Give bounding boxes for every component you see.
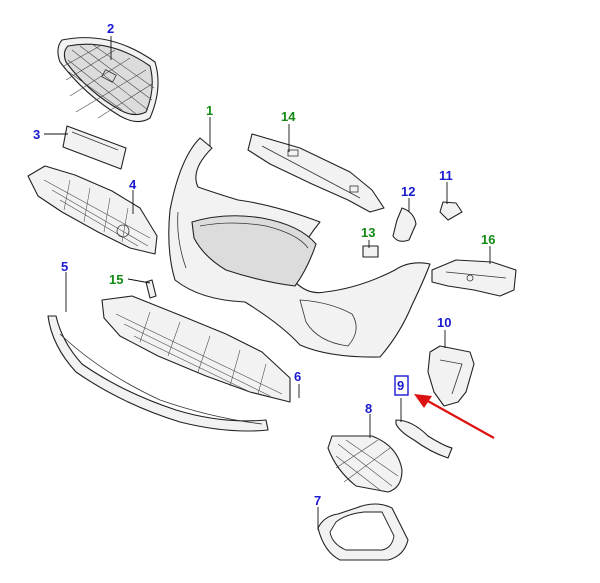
part-small-bracket[interactable]: [439, 201, 463, 221]
callout-14[interactable]: 14: [281, 109, 296, 124]
callout-6[interactable]: 6: [294, 369, 301, 384]
part-side-bracket[interactable]: [392, 207, 417, 242]
part-side-mounting-bracket[interactable]: [431, 259, 517, 297]
callout-12[interactable]: 12: [401, 184, 415, 199]
part-fog-lamp-grille[interactable]: [327, 435, 403, 493]
part-undertray[interactable]: [101, 295, 291, 403]
part-licence-plate-bracket[interactable]: [62, 125, 127, 170]
callout-9[interactable]: 9: [397, 378, 404, 393]
part-small-clip[interactable]: [362, 245, 379, 258]
part-front-bumper-cover[interactable]: [168, 137, 431, 358]
callout-13[interactable]: 13: [361, 225, 375, 240]
callout-4[interactable]: 4: [129, 177, 137, 192]
callout-1[interactable]: 1: [206, 103, 213, 118]
part-upper-grille[interactable]: [57, 37, 159, 123]
callout-8[interactable]: 8: [365, 401, 372, 416]
part-upper-reinforcement[interactable]: [247, 133, 385, 213]
callout-15[interactable]: 15: [109, 272, 123, 287]
red-arrow-icon: [414, 394, 495, 439]
callout-3[interactable]: 3: [33, 127, 40, 142]
callout-9-highlight-box: [394, 375, 409, 396]
part-lower-grille[interactable]: [27, 165, 158, 255]
part-trim-bezel[interactable]: [317, 503, 409, 561]
part-bracket-target[interactable]: [395, 419, 453, 459]
callout-labels: 1 2 3 4 5 6 7 8 9 10 11 12 13 14 15 16: [33, 21, 495, 508]
leader-lines: [44, 36, 491, 530]
callout-11[interactable]: 11: [439, 168, 453, 183]
part-front-spoiler[interactable]: [47, 315, 269, 432]
part-corner-bracket[interactable]: [427, 345, 475, 407]
callout-16[interactable]: 16: [481, 232, 495, 247]
callout-10[interactable]: 10: [437, 315, 451, 330]
callout-5[interactable]: 5: [61, 259, 68, 274]
part-clip-sensor[interactable]: [145, 279, 157, 299]
callout-7[interactable]: 7: [314, 493, 321, 508]
callout-2[interactable]: 2: [107, 21, 114, 36]
